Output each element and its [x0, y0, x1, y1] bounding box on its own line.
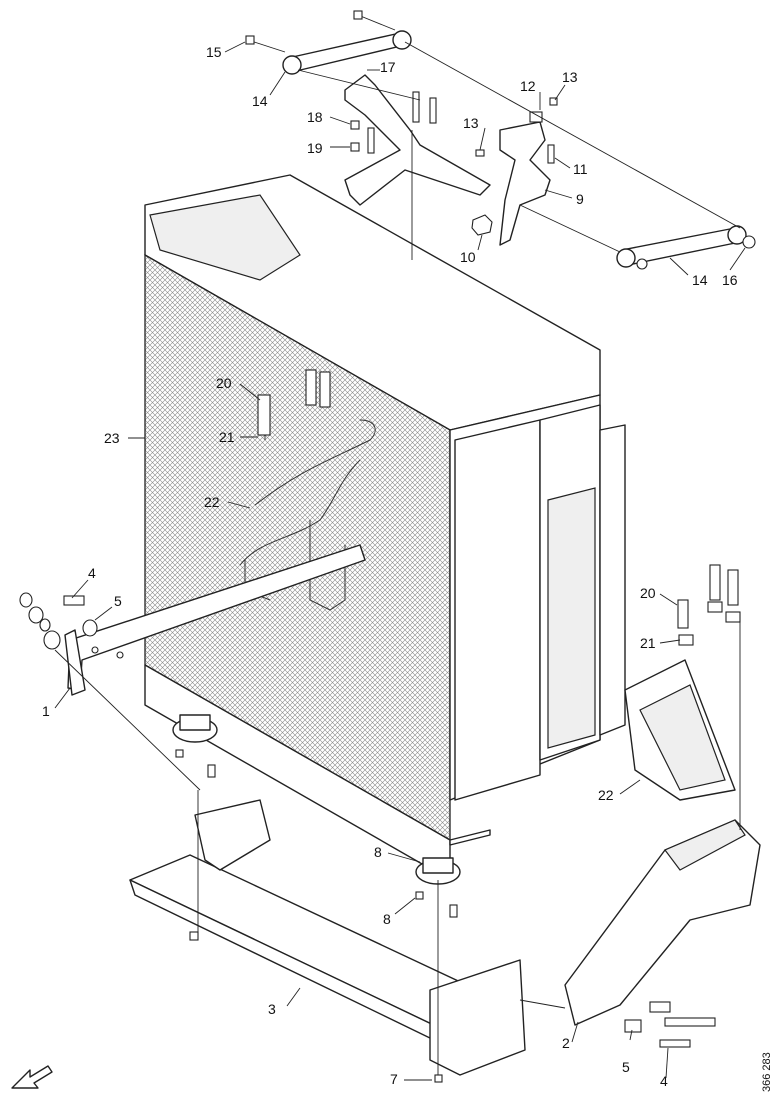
- callout-13: 13: [562, 69, 578, 85]
- callout-7: 7: [390, 1071, 398, 1087]
- callout-20: 20: [216, 375, 232, 391]
- callout-21: 21: [640, 635, 656, 651]
- left-support: [19, 544, 366, 791]
- callout-leaders: [54, 41, 746, 1081]
- callout-12: 12: [520, 78, 536, 94]
- callout-19: 19: [307, 140, 323, 156]
- callout-13: 13: [463, 115, 479, 131]
- callout-15: 15: [206, 44, 222, 60]
- callout-1: 1: [42, 703, 50, 719]
- callout-8: 8: [383, 911, 391, 927]
- callout-4: 4: [88, 565, 96, 581]
- callout-5: 5: [622, 1059, 630, 1075]
- callout-23: 23: [104, 430, 120, 446]
- callout-18: 18: [307, 109, 323, 125]
- callout-22: 22: [598, 787, 614, 803]
- callout-14: 14: [252, 93, 268, 109]
- callout-21: 21: [219, 429, 235, 445]
- right-support: [519, 564, 761, 1048]
- callout-10: 10: [460, 249, 476, 265]
- callout-5: 5: [114, 593, 122, 609]
- reference-code: 366 283: [761, 1052, 773, 1092]
- callout-9: 9: [576, 191, 584, 207]
- isolator-mounts: [172, 714, 461, 918]
- callout-8: 8: [374, 844, 382, 860]
- callout-16: 16: [722, 272, 738, 288]
- radiator-assembly: [144, 174, 626, 881]
- callout-22: 22: [204, 494, 220, 510]
- callout-14: 14: [692, 272, 708, 288]
- callout-11: 11: [573, 161, 588, 177]
- top-mounting-hardware: [245, 10, 756, 270]
- callout-labels: 15 14 17 18 19 13 12 13 11 9 10 14 16 16…: [42, 44, 738, 1089]
- callout-3: 3: [268, 1001, 276, 1017]
- callout-4: 4: [660, 1073, 668, 1089]
- cross-frame: [129, 790, 526, 1083]
- arrow-icon: [11, 1065, 53, 1089]
- callout-2: 2: [562, 1035, 570, 1051]
- callout-20: 20: [640, 585, 656, 601]
- callout-17: 17: [380, 59, 396, 75]
